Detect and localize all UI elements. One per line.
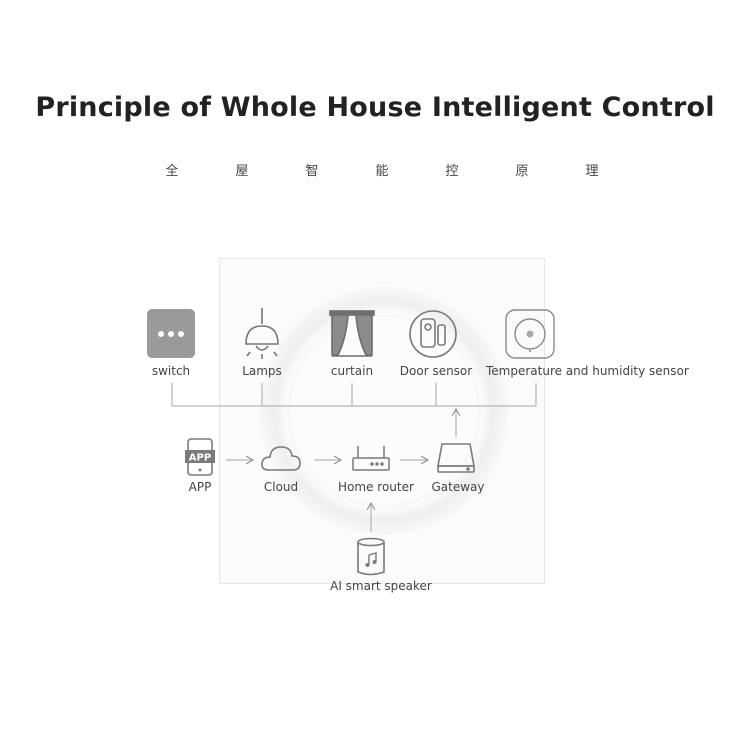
gateway-icon: [436, 442, 476, 474]
chain-label-cloud: Cloud: [263, 480, 299, 494]
subtitle-char: 全: [165, 164, 179, 179]
smart-speaker-icon: [356, 537, 386, 577]
door-sensor-icon: [408, 309, 458, 359]
subtitle-char: 原: [515, 164, 529, 179]
device-label-temp-sensor: Temperature and humidity sensor: [486, 364, 689, 378]
curtain-icon: [328, 309, 376, 359]
router-icon: [352, 444, 390, 472]
switch-icon: [147, 309, 195, 358]
device-label-curtain: curtain: [330, 364, 374, 378]
chain-label-gateway: Gateway: [431, 480, 485, 494]
chain-label-app: APP: [188, 480, 212, 494]
lamp-icon: [240, 306, 284, 360]
chain-label-router: Home router: [338, 480, 414, 494]
device-label-lamps: Lamps: [242, 364, 282, 378]
temperature-humidity-sensor-icon: [505, 309, 555, 359]
background-ring-center: [290, 317, 478, 505]
diagram-title: Principle of Whole House Intelligent Con…: [35, 92, 715, 123]
subtitle-char: 理: [585, 164, 599, 179]
subtitle-char: 智: [305, 164, 319, 179]
speaker-label: AI smart speaker: [330, 579, 432, 593]
device-label-door-sensor: Door sensor: [399, 364, 473, 378]
subtitle: 全 屋 智 能 控 原 理: [0, 160, 750, 180]
diagram-background-panel: [219, 258, 545, 584]
app-phone-icon: APP: [185, 438, 215, 476]
subtitle-char: 屋: [235, 164, 249, 179]
cloud-icon: [260, 444, 302, 472]
subtitle-char: 控: [445, 164, 459, 179]
app-icon-text: APP: [189, 453, 211, 464]
device-label-switch: switch: [151, 364, 191, 378]
subtitle-char: 能: [375, 164, 389, 179]
